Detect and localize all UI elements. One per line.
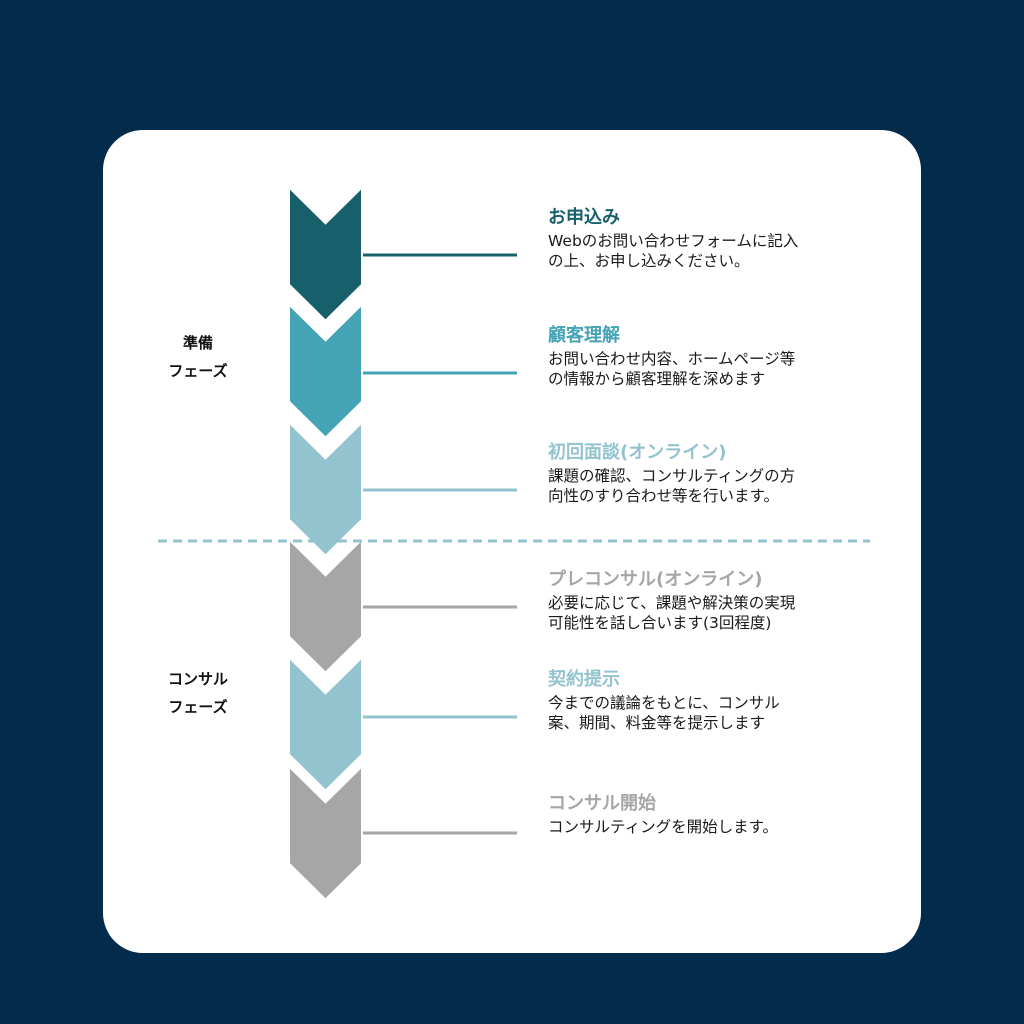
phase-label-consulting: コンサル フェーズ (150, 665, 246, 721)
chevron-arrow (286, 180, 365, 325)
step-desc: の上、お申し込みください。 (548, 252, 750, 270)
step-application: お申込み Webのお問い合わせフォームに記入 の上、お申し込みください。 (548, 207, 888, 271)
step-title: プレコンサル(オンライン) (548, 569, 763, 590)
step-desc: 課題の確認、コンサルティングの方 (548, 467, 796, 485)
step-title: 初回面談(オンライン) (548, 442, 727, 463)
phase-label-line: フェーズ (168, 698, 228, 716)
step-desc: 可能性を話し合います(3回程度) (548, 614, 772, 632)
chevron-arrow (286, 650, 365, 795)
phase-label-preparation: 準備 フェーズ (150, 329, 246, 385)
step-pre-consulting: プレコンサル(オンライン) 必要に応じて、課題や解決策の実現 可能性を話し合いま… (548, 569, 888, 633)
phase-label-line: フェーズ (168, 362, 228, 380)
step-title: お申込み (548, 207, 620, 228)
chevron-arrow (286, 532, 365, 677)
step-desc: Webのお問い合わせフォームに記入 (548, 232, 799, 250)
phase-label-line: コンサル (167, 670, 228, 688)
step-title: 契約提示 (548, 669, 620, 690)
step-title: 顧客理解 (548, 325, 620, 346)
step-customer-understanding: 顧客理解 お問い合わせ内容、ホームページ等 の情報から顧客理解を深めます (548, 325, 888, 389)
chevron-arrow (286, 297, 365, 442)
phase-label-line: 準備 (182, 334, 213, 352)
step-desc: 向性のすり合わせ等を行います。 (548, 487, 779, 505)
chevron-arrow (286, 415, 365, 560)
step-consulting-start: コンサル開始 コンサルティングを開始します。 (548, 793, 888, 837)
step-title: コンサル開始 (548, 793, 656, 814)
step-contract-proposal: 契約提示 今までの議論をもとに、コンサル 案、期間、料金等を提示します (548, 669, 888, 733)
step-desc: 今までの議論をもとに、コンサル (548, 694, 780, 712)
step-desc: お問い合わせ内容、ホームページ等 (548, 350, 796, 368)
step-desc: の情報から顧客理解を深めます (548, 370, 766, 388)
step-desc: コンサルティングを開始します。 (548, 818, 779, 836)
chevron-arrow (286, 759, 365, 904)
step-desc: 必要に応じて、課題や解決策の実現 (548, 594, 796, 612)
step-first-meeting: 初回面談(オンライン) 課題の確認、コンサルティングの方 向性のすり合わせ等を行… (548, 442, 888, 506)
step-desc: 案、期間、料金等を提示します (548, 714, 766, 732)
